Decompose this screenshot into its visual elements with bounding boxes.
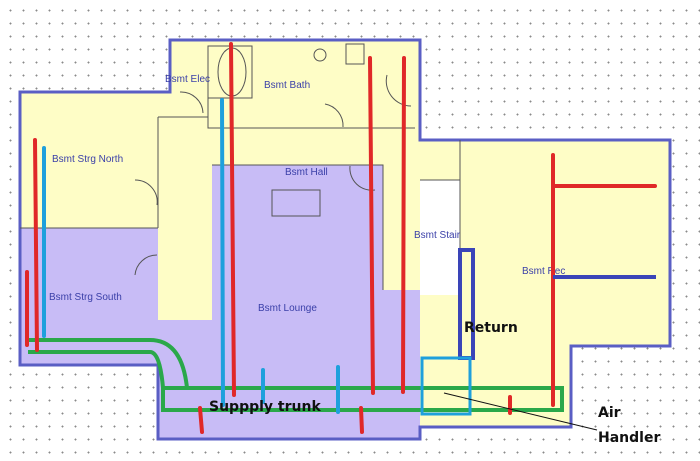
supply-run xyxy=(368,56,375,395)
door-arc xyxy=(179,91,204,114)
air-handler-box xyxy=(420,356,472,416)
table xyxy=(271,189,321,217)
return-label: Return xyxy=(464,320,518,336)
room-label-rec: Bsmt Rec xyxy=(522,266,565,277)
supply-trunk-label: Suppply trunk xyxy=(209,399,321,415)
return-run xyxy=(220,98,225,407)
door-arc xyxy=(134,179,158,206)
supply-runs xyxy=(25,42,657,434)
wall xyxy=(212,164,384,290)
door-arc xyxy=(385,74,412,107)
outer-wall xyxy=(18,38,672,441)
walls xyxy=(18,38,672,441)
return-runs xyxy=(42,98,340,414)
room-label-lounge: Bsmt Lounge xyxy=(258,303,317,314)
room-label-strg-south: Bsmt Strg South xyxy=(49,292,122,303)
air-handler-leader-line xyxy=(443,392,598,431)
door-arc xyxy=(134,254,158,276)
supply-run xyxy=(33,138,39,352)
toilet-icon xyxy=(313,48,327,62)
supply-run xyxy=(229,42,236,397)
wall xyxy=(207,98,415,129)
door-arc xyxy=(324,103,344,128)
trunk-branch xyxy=(28,338,189,389)
stair-area xyxy=(420,180,460,295)
supply-register xyxy=(359,406,364,434)
trunk-branch xyxy=(28,350,165,389)
air-handler-label-line1: Air xyxy=(598,405,621,421)
room-label-strg-north: Bsmt Strg North xyxy=(52,154,123,165)
room-label-elec: Bsmt Elec xyxy=(165,74,210,85)
supply-run xyxy=(401,56,406,394)
room-label-hall: Bsmt Hall xyxy=(285,167,328,178)
air-handler-label-line2: Handler xyxy=(598,430,660,446)
sink-icon xyxy=(345,43,365,65)
room-label-stair: Bsmt Stair xyxy=(414,230,461,241)
room-label-bath: Bsmt Bath xyxy=(264,80,310,91)
supply-register xyxy=(198,406,204,434)
